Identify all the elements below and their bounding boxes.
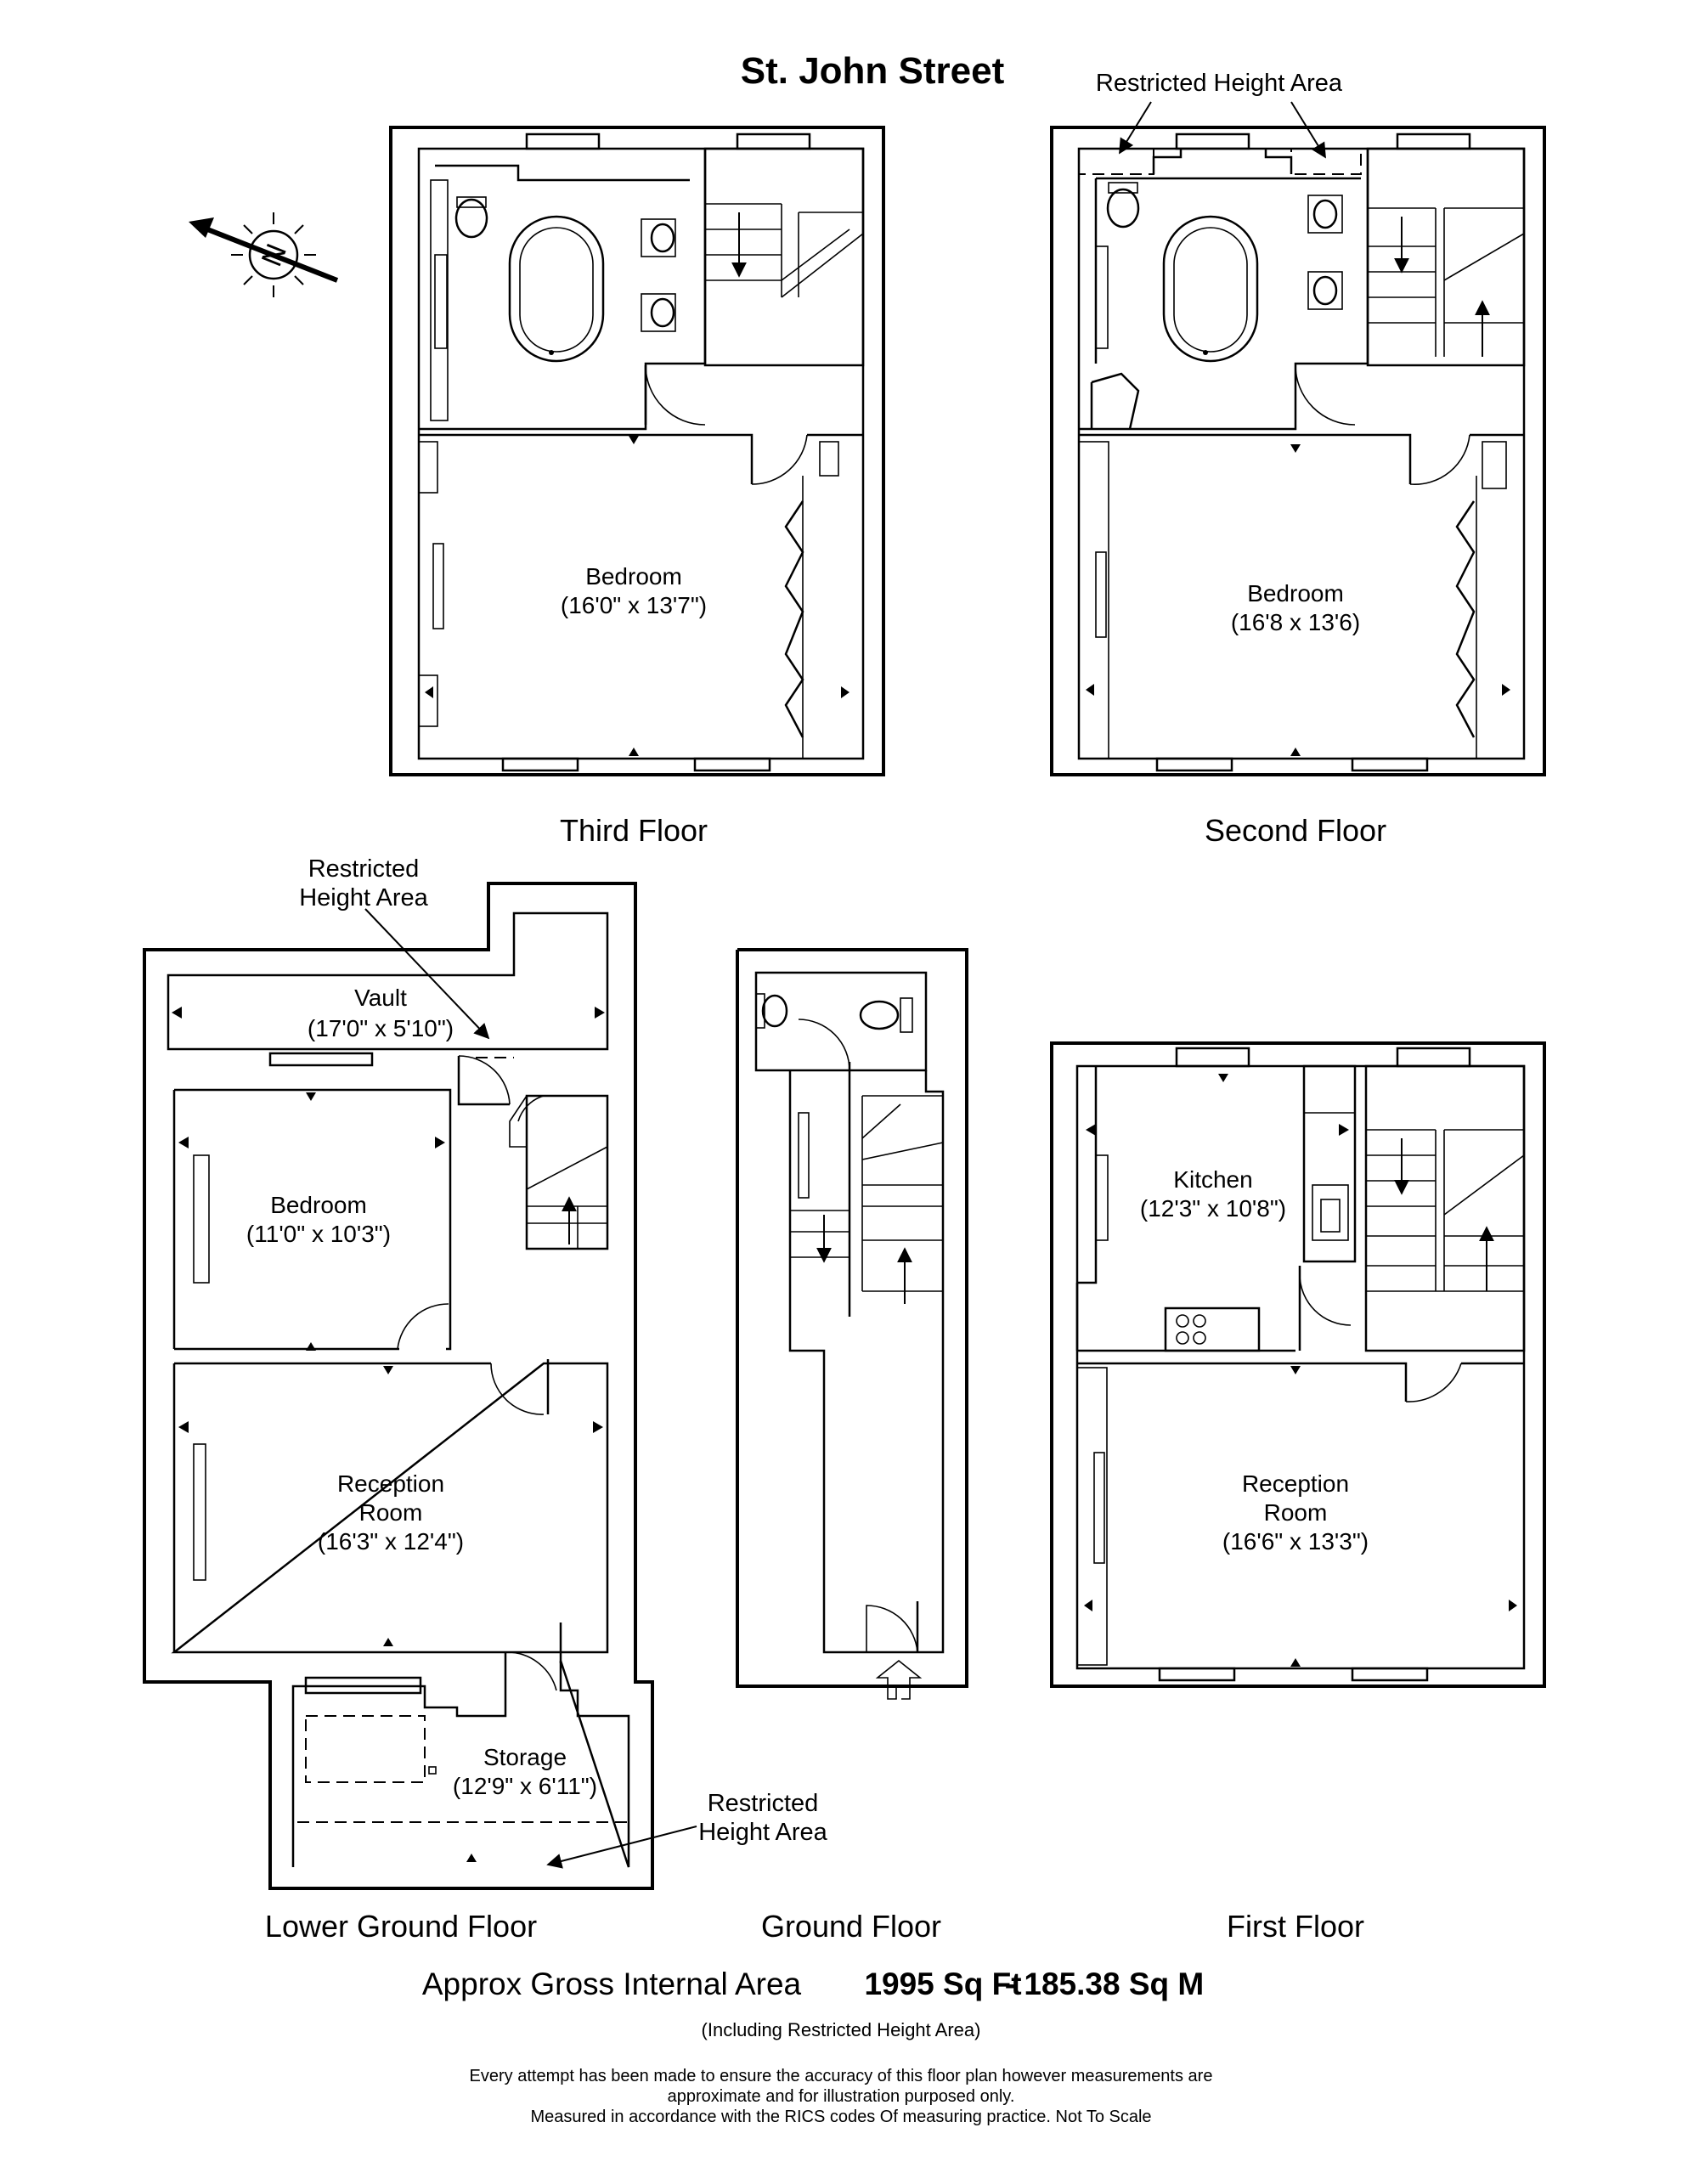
lower-restricted-top-line2: Height Area <box>299 884 428 911</box>
first-reception-line2: Room <box>1264 1499 1328 1526</box>
vault-name: Vault <box>354 985 407 1011</box>
plan-title: St. John Street <box>741 50 1005 92</box>
lower-reception-line1: Reception <box>337 1470 444 1497</box>
ground-floor-label: Ground Floor <box>761 1909 941 1944</box>
second-bedroom-dims: (16'8 x 13'6) <box>1231 609 1360 635</box>
lower-restricted-top-line1: Restricted <box>308 855 420 883</box>
ground-floor-plan <box>736 948 968 1700</box>
area-sqft: 1995 Sq Ft <box>864 1967 1021 2001</box>
area-label: Approx Gross Internal Area <box>422 1967 802 2001</box>
first-floor-plan: Kitchen (12'3" x 10'8") <box>1050 1041 1546 1688</box>
vault-dims: (17'0" x 5'10") <box>308 1015 454 1041</box>
disclaimer-line1: Every attempt has been made to ensure th… <box>470 2067 1213 2085</box>
lower-reception-line2: Room <box>359 1499 423 1526</box>
third-floor-label: Third Floor <box>560 813 708 848</box>
disclaimer-line2: approximate and for illustration purpose… <box>668 2087 1015 2106</box>
area-note: (Including Restricted Height Area) <box>702 2019 981 2040</box>
kitchen-dims: (12'3" x 10'8") <box>1140 1195 1286 1222</box>
lower-restricted-bottom-line2: Height Area <box>698 1819 827 1846</box>
area-sqm: - 185.38 Sq M <box>1005 1967 1204 2001</box>
first-reception-dims: (16'6" x 13'3") <box>1222 1528 1369 1555</box>
storage-dims: (12'9" x 6'11") <box>453 1773 597 1799</box>
kitchen-name: Kitchen <box>1173 1166 1252 1193</box>
second-floor-plan: Restricted Height Area <box>1050 70 1546 776</box>
second-bedroom-name: Bedroom <box>1247 580 1344 607</box>
third-bedroom-name: Bedroom <box>585 563 682 590</box>
north-compass-icon: N <box>189 212 339 297</box>
lower-ground-floor-plan: Vault (17'0" x 5'10") Restricted Height … <box>143 855 828 1890</box>
second-restricted-note: Restricted Height Area <box>1096 70 1343 97</box>
storage-name: Storage <box>483 1744 567 1770</box>
second-floor-label: Second Floor <box>1205 813 1386 848</box>
lower-bedroom-name: Bedroom <box>270 1192 367 1218</box>
third-bedroom-dims: (16'0" x 13'7") <box>561 592 707 618</box>
lower-reception-dims: (16'3" x 12'4") <box>318 1528 464 1555</box>
lower-ground-floor-label: Lower Ground Floor <box>265 1909 537 1944</box>
disclaimer-line3: Measured in accordance with the RICS cod… <box>530 2108 1151 2126</box>
first-floor-label: First Floor <box>1227 1909 1364 1944</box>
lower-restricted-bottom-line1: Restricted <box>708 1790 819 1817</box>
first-reception-line1: Reception <box>1242 1470 1349 1497</box>
lower-bedroom-dims: (11'0" x 10'3") <box>246 1221 391 1247</box>
third-floor-plan: Bedroom (16'0" x 13'7") <box>389 126 885 776</box>
